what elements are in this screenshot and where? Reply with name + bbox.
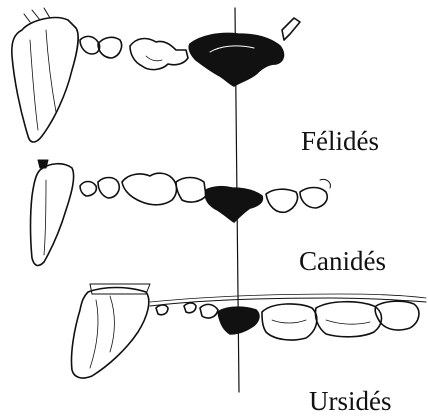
- felid-canine: [12, 18, 78, 142]
- felid-premolar-1: [80, 36, 100, 54]
- canid-tooth-row: [31, 160, 331, 265]
- ursid-premolar-2: [184, 303, 196, 313]
- canid-carnassial: [205, 187, 262, 222]
- ursid-canine: [71, 288, 148, 379]
- label-ursides: Ursidés: [309, 388, 392, 415]
- ursid-carnassial: [218, 307, 259, 334]
- canid-premolar-3: [122, 173, 177, 205]
- felid-tooth-row: [12, 8, 300, 142]
- felid-molar: [282, 18, 300, 40]
- felid-premolar-3: [130, 39, 188, 70]
- ursid-molar-1: [262, 304, 317, 340]
- label-felides: Félidés: [301, 128, 379, 155]
- ursid-tooth-row: [71, 284, 426, 378]
- ursid-premolar-4: [200, 304, 218, 318]
- canid-premolar-4: [176, 178, 206, 203]
- canid-molar-1: [266, 189, 298, 212]
- canid-canine: [31, 164, 74, 266]
- felid-carnassial: [189, 33, 283, 86]
- canid-premolar-2: [98, 178, 119, 199]
- label-canides: Canidés: [299, 248, 386, 275]
- canid-molar-2: [300, 188, 327, 209]
- ursid-premolar-1: [156, 305, 168, 315]
- canid-premolar-1: [80, 182, 96, 197]
- felid-premolar-2: [98, 37, 122, 58]
- ursid-molar-2: [315, 302, 381, 337]
